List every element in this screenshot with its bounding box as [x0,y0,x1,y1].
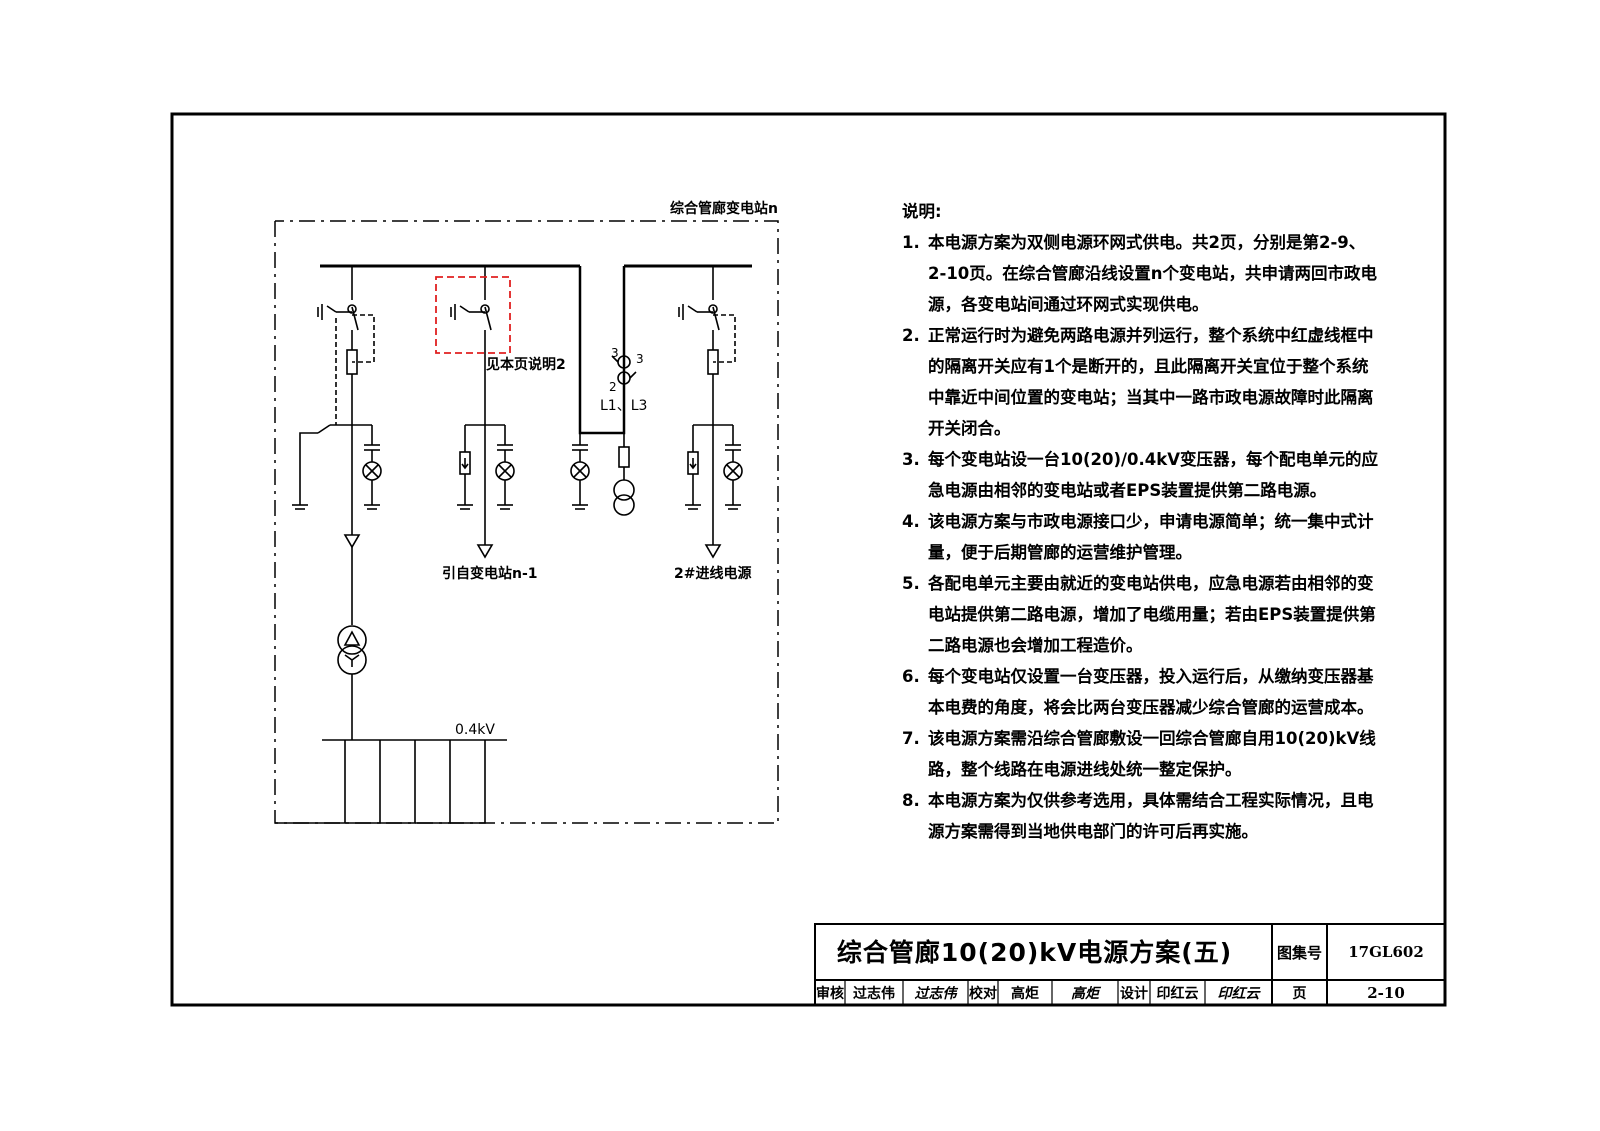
low-voltage-label: 0.4kV [455,722,495,738]
low-voltage-bus [275,739,507,824]
note-text: 每个变电站仅设置一台变压器，投入运行后，从缴纳变压器基本电费的角度，将会比两台变… [928,667,1374,717]
note-text: 各配电单元主要由就近的变电站供电，应急电源若由相邻的变电站提供第二路电源，增加了… [928,574,1376,655]
metering-section [570,355,637,516]
checker-signature: 高炬 [1071,985,1099,1002]
reviewer-name: 过志伟 [853,985,895,1002]
ct-labels: L1、L3 [600,398,648,414]
note-text: 本电源方案为仅供参考选用，具体需结合工程实际情况，且电源方案需得到当地供电部门的… [928,791,1374,841]
station-label: 综合管廊变电站n [670,201,778,217]
title-block-grid [814,923,1446,1006]
reviewer-signature: 过志伟 [914,985,957,1002]
bus-tie [578,266,626,435]
note-reference-label: 见本页说明2 [486,357,566,373]
designer-name: 印红云 [1156,985,1199,1002]
note-number: 4. [902,512,920,531]
note-item: 4. 该电源方案与市政电源接口少，申请电源简单；统一集中式计量，便于后期管廊的运营… [902,506,1382,568]
isolator-highlight-box [435,276,511,354]
atlas-number: 17GL602 [1348,943,1424,961]
drawing-frame [170,112,1447,1007]
note-number: 6. [902,667,920,686]
note-item: 3. 每个变电站设一台10(20)/0.4kV变压器，每个配电单元的应急电源由相邻… [902,444,1382,506]
note-text: 该电源方案需沿综合管廊敷设一回综合管廊自用10(20)kV线路，整个线路在电源进… [928,729,1376,779]
design-label: 设计 [1120,985,1148,1002]
source-left-label: 引自变电站n-1 [442,566,538,582]
note-number: 3. [902,450,920,469]
note-number: 7. [902,729,920,748]
ct-pin-3a: 3 [611,346,619,360]
notes-title: 说明: [902,202,942,221]
note-item: 2. 正常运行时为避免两路电源并列运行，整个系统中红虚线框中的隔离开关应有1个是断… [902,320,1382,444]
feeder-incoming-right [678,266,743,559]
note-number: 8. [902,791,920,810]
note-text: 本电源方案为双侧电源环网式供电。共2页，分别是第2-9、2-10页。在综合管廊沿… [928,233,1378,314]
note-item: 5. 各配电单元主要由就近的变电站供电，应急电源若由相邻的变电站提供第二路电源，增… [902,568,1382,661]
ct-pin-3b: 3 [636,352,644,366]
note-item: 1. 本电源方案为双侧电源环网式供电。共2页，分别是第2-9、2-10页。在综合管… [902,227,1382,320]
note-number: 5. [902,574,920,593]
drawing-title: 综合管廊10(20)kV电源方案(五) [836,938,1233,967]
feeder-transformer [292,266,382,740]
note-text: 正常运行时为避免两路电源并列运行，整个系统中红虚线框中的隔离开关应有1个是断开的… [928,326,1374,438]
station-boundary [274,220,779,824]
page-label: 页 [1292,985,1307,1002]
source-right-label: 2#进线电源 [674,566,752,582]
note-item: 6. 每个变电站仅设置一台变压器，投入运行后，从缴纳变压器基本电费的角度，将会比两… [902,661,1382,723]
page-number: 2-10 [1367,983,1405,1002]
note-number: 1. [902,233,920,252]
note-number: 2. [902,326,920,345]
designer-signature: 印红云 [1217,985,1260,1002]
feeder-incoming-left [450,266,515,559]
ct-pin-2: 2 [609,380,617,394]
notes-panel: 说明: 1. 本电源方案为双侧电源环网式供电。共2页，分别是第2-9、2-10页。… [902,196,1382,847]
note-text: 每个变电站设一台10(20)/0.4kV变压器，每个配电单元的应急电源由相邻的变… [928,450,1379,500]
note-text: 该电源方案与市政电源接口少，申请电源简单；统一集中式计量，便于后期管廊的运营维护… [928,512,1374,562]
review-label: 审核 [816,985,844,1002]
checker-name: 高炬 [1011,985,1039,1002]
check-label: 校对 [969,985,997,1002]
atlas-label: 图集号 [1276,943,1322,962]
note-item: 7. 该电源方案需沿综合管廊敷设一回综合管廊自用10(20)kV线路，整个线路在电… [902,723,1382,785]
note-item: 8. 本电源方案为仅供参考选用，具体需结合工程实际情况，且电源方案需得到当地供电部… [902,785,1382,847]
